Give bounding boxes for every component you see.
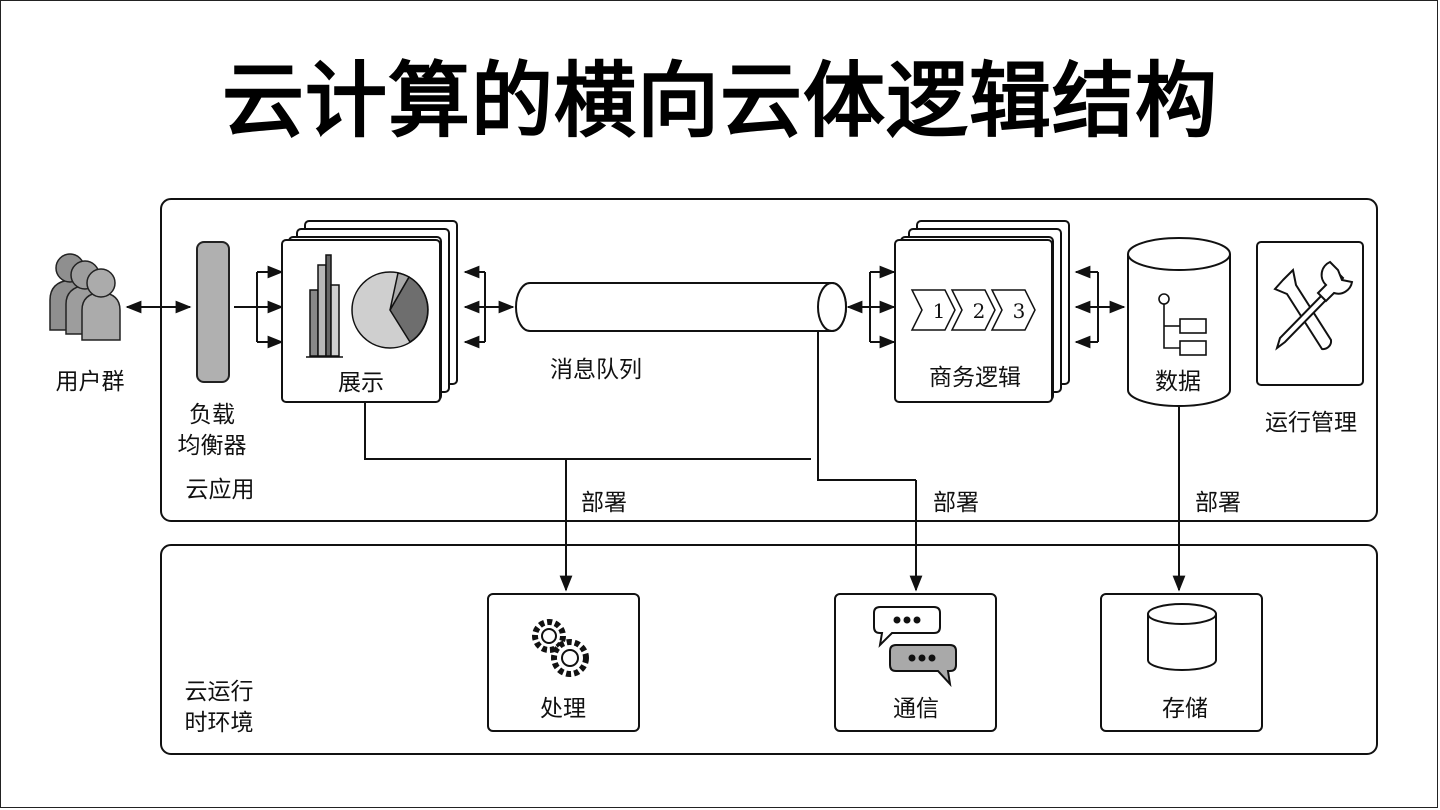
storage-label: 存储 (1162, 696, 1208, 722)
step-3: 3 (1013, 299, 1026, 323)
chat-bubbles-icon (873, 606, 957, 688)
business-logic-node: 1 2 3 (894, 220, 1070, 403)
presentation-queue-arrows (463, 265, 515, 349)
presentation-label: 展示 (338, 370, 384, 396)
cloud-app-layer (160, 198, 1378, 522)
step-1: 1 (933, 299, 946, 323)
lb-presentation-arrows (234, 265, 284, 349)
processing-label: 处理 (540, 696, 586, 722)
load-balancer-label-2: 均衡器 (178, 433, 247, 459)
message-queue (515, 282, 847, 332)
deploy-connector-processing (364, 402, 811, 592)
chevron-steps-icon (910, 289, 1036, 331)
communication-label: 通信 (893, 696, 939, 722)
bar-chart-icon (306, 254, 343, 358)
step-2: 2 (973, 299, 986, 323)
users-icon (49, 253, 121, 341)
storage-cylinder-icon (1147, 603, 1217, 671)
business-logic-label: 商务逻辑 (929, 365, 1021, 391)
tools-icon (1273, 260, 1354, 351)
cloud-runtime-layer (160, 544, 1378, 755)
ops-management-label: 运行管理 (1265, 410, 1357, 436)
business-data-arrows (1074, 265, 1126, 349)
data-label: 数据 (1155, 369, 1201, 395)
cloud-app-label: 云应用 (186, 477, 255, 503)
users-label: 用户群 (56, 369, 125, 395)
deploy-label-2: 部署 (933, 490, 979, 516)
presentation-node (281, 220, 458, 403)
load-balancer-label-1: 负载 (189, 402, 235, 428)
gears-icon (532, 619, 589, 677)
pie-chart-icon (351, 271, 429, 349)
deploy-label-3: 部署 (1195, 490, 1241, 516)
deploy-label-1: 部署 (581, 490, 627, 516)
queue-business-arrows (846, 265, 896, 349)
runtime-label-2: 时环境 (185, 710, 254, 736)
database-icon (1127, 237, 1231, 407)
deploy-connector-communication (817, 331, 923, 592)
page-title: 云计算的横向云体逻辑结构 (221, 54, 1218, 149)
runtime-label-1: 云运行 (185, 679, 254, 705)
load-balancer (196, 241, 230, 383)
message-queue-label: 消息队列 (550, 357, 642, 383)
